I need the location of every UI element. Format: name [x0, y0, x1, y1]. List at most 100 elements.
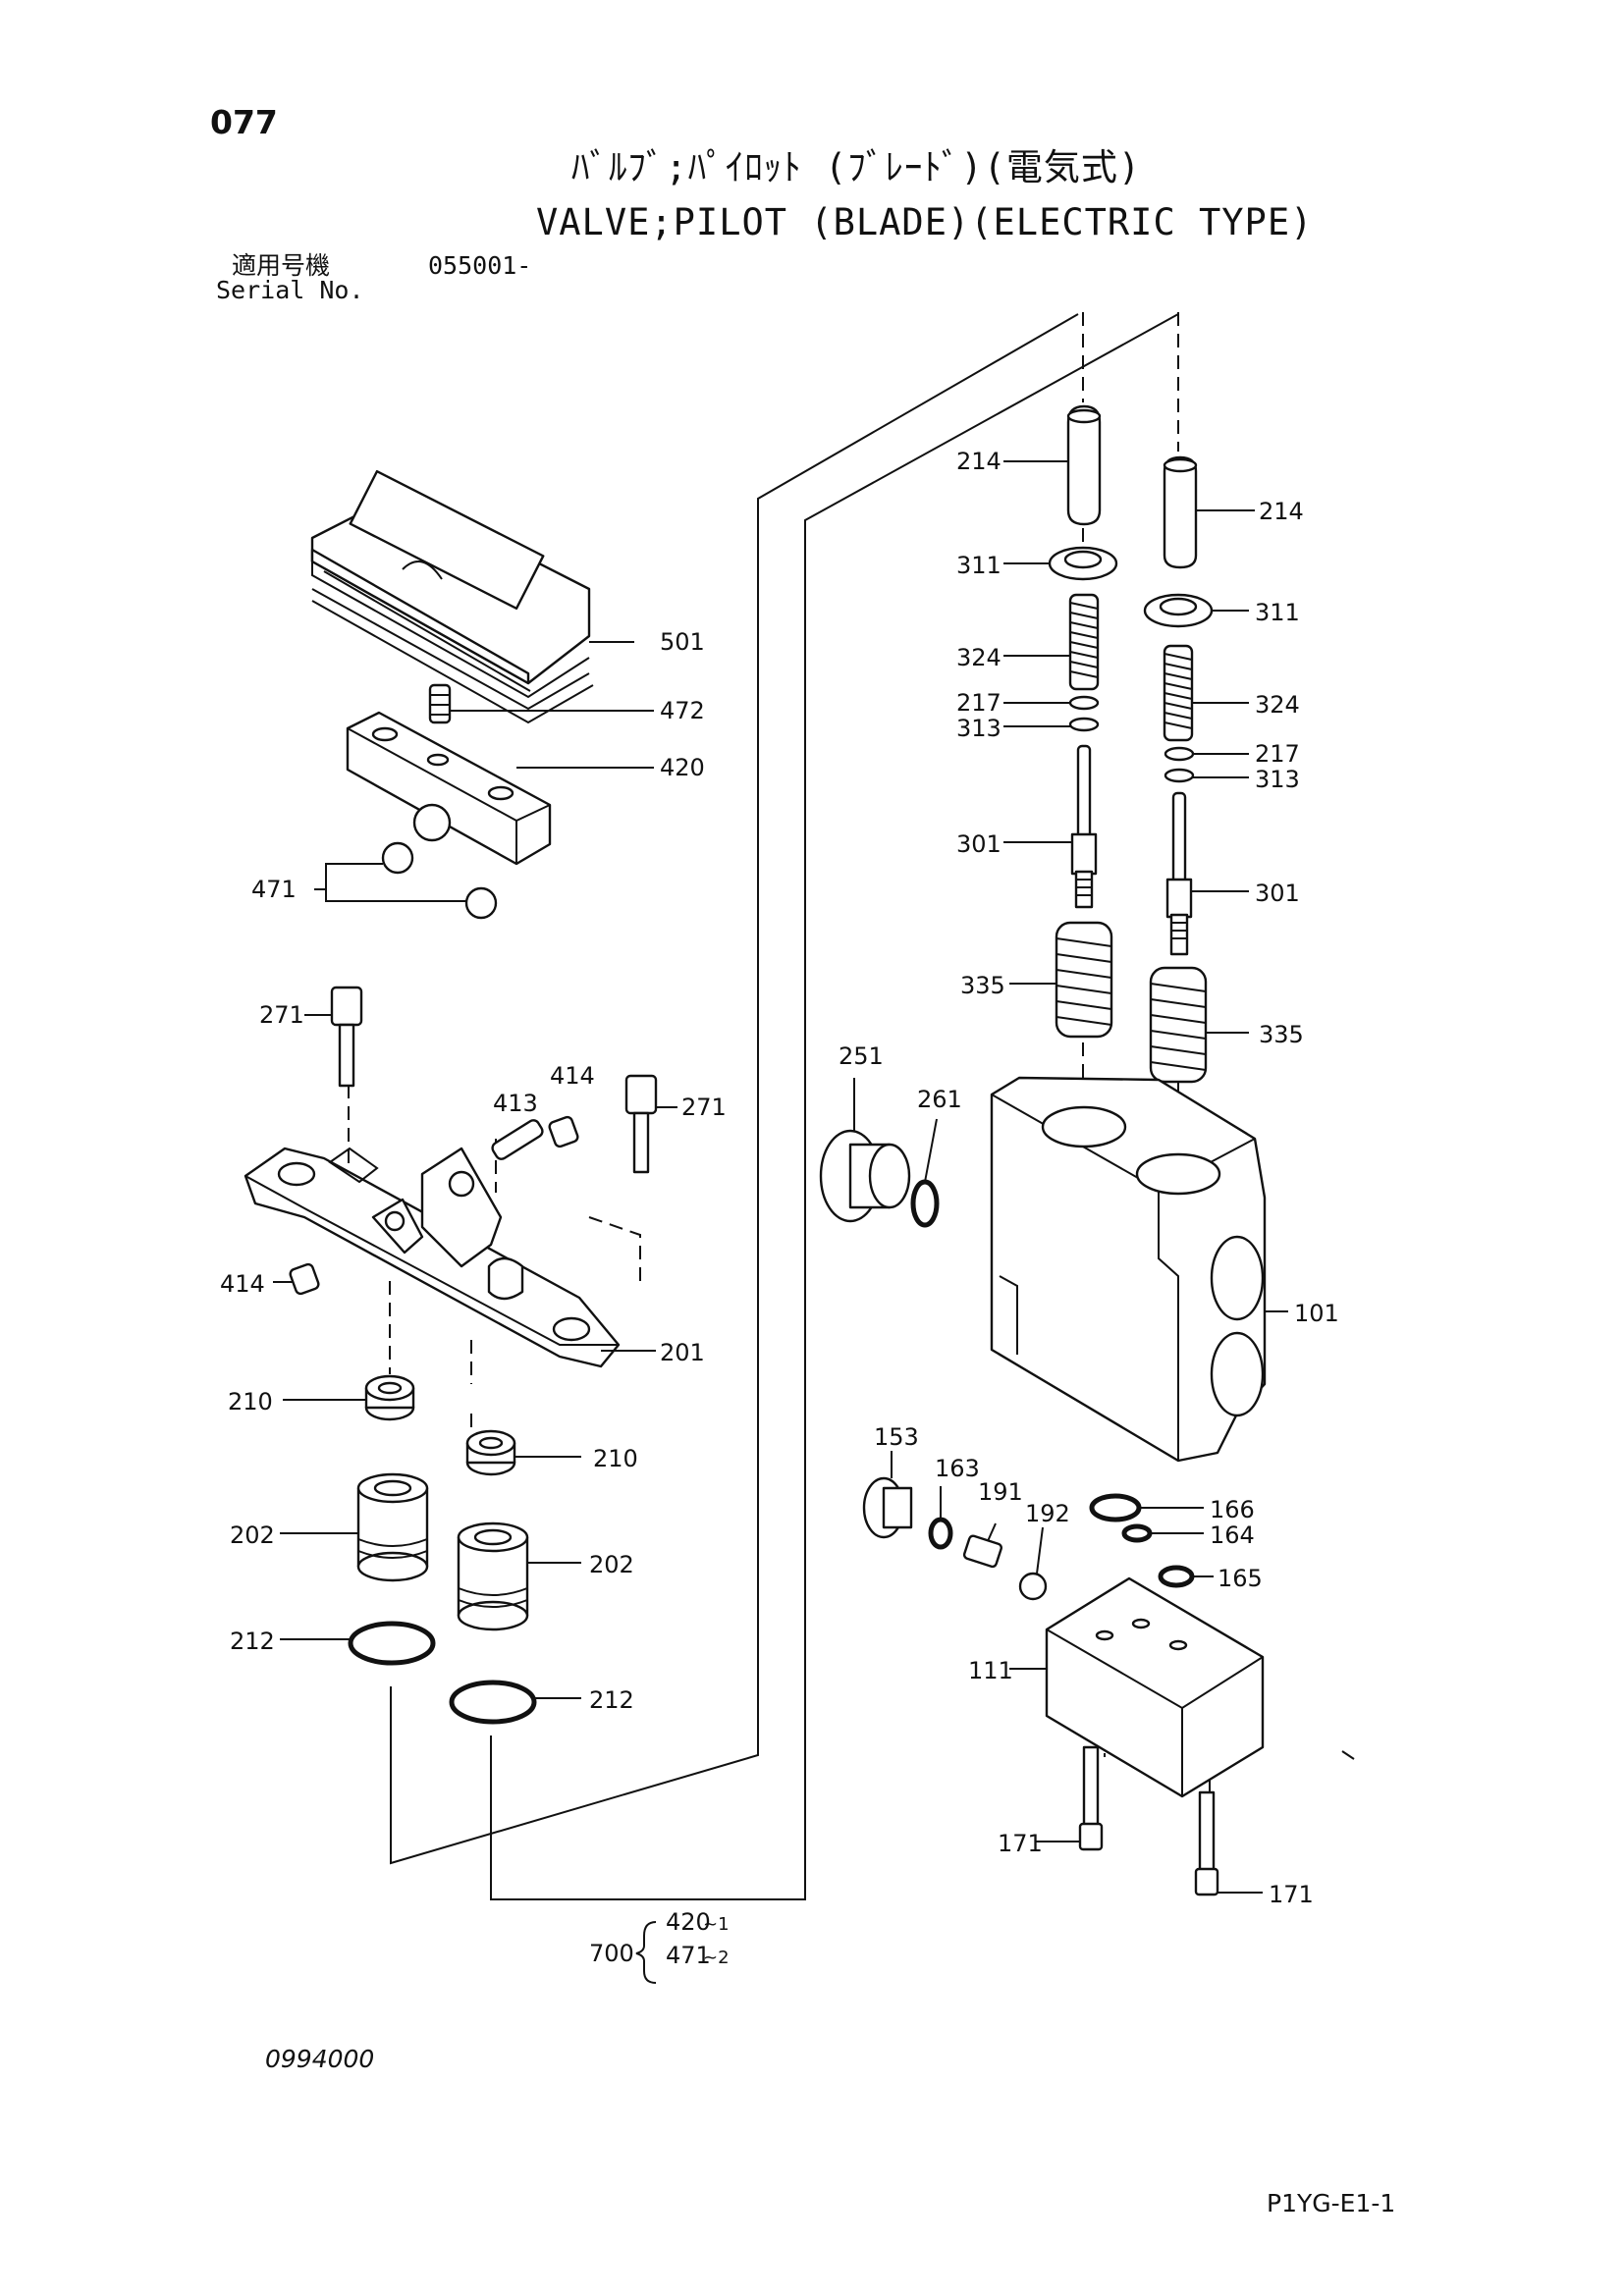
callout-214: 214	[956, 448, 1001, 475]
part-111-block	[1045, 1576, 1265, 1798]
callout-324: 324	[1255, 691, 1300, 719]
page-code: P1YG-E1-1	[1267, 2189, 1396, 2217]
callout-163: 163	[935, 1455, 980, 1482]
part-472-set-screw	[428, 683, 452, 724]
callout-212: 212	[589, 1686, 634, 1714]
part-210-seal	[465, 1429, 516, 1476]
leader-lines	[273, 460, 1355, 1894]
callout-324: 324	[956, 644, 1001, 671]
callout-271: 271	[681, 1094, 727, 1121]
serial-label-japanese: 適用号機	[232, 251, 331, 280]
part-214-plunger	[1066, 404, 1102, 526]
callout-202: 202	[589, 1551, 634, 1578]
part-501-boot	[310, 469, 594, 724]
part-164-o-ring	[1121, 1523, 1153, 1543]
part-171-bolt	[1078, 1745, 1104, 1851]
assembly-bracket-line	[390, 313, 1079, 1865]
callout-210: 210	[228, 1388, 273, 1415]
callout-313: 313	[956, 715, 1001, 742]
part-471-ball	[464, 886, 498, 920]
part-163-o-ring	[928, 1517, 953, 1550]
callout-217: 217	[956, 689, 1001, 717]
assembly-bracket-line	[490, 313, 1179, 1900]
part-212-o-ring	[449, 1680, 537, 1725]
callout-472: 472	[660, 697, 705, 724]
callout-471: 471	[251, 876, 297, 903]
part-311-seat	[1048, 546, 1118, 581]
callout-261: 261	[917, 1086, 962, 1113]
callout-251: 251	[839, 1042, 884, 1070]
part-210-seal	[364, 1374, 415, 1421]
callout-171: 171	[998, 1830, 1043, 1857]
kit-item-471: 471	[666, 1942, 711, 1969]
callout-212: 212	[230, 1628, 275, 1655]
part-101-valve-body	[990, 1076, 1267, 1463]
callout-171: 171	[1269, 1881, 1314, 1908]
title-english: VALVE;PILOT (BLADE)(ELECTRIC TYPE)	[536, 201, 1314, 243]
callout-501: 501	[660, 628, 705, 656]
part-471-ball	[381, 841, 414, 875]
part-192-ball	[1018, 1572, 1048, 1601]
kit-number: 700	[589, 1940, 634, 1967]
callout-217: 217	[1255, 740, 1300, 768]
part-202-plug	[457, 1522, 529, 1631]
callout-201: 201	[660, 1339, 705, 1366]
callout-301: 301	[956, 830, 1001, 858]
callout-191: 191	[978, 1478, 1023, 1506]
callout-153: 153	[874, 1423, 919, 1451]
callout-192: 192	[1025, 1500, 1070, 1527]
part-165-o-ring	[1158, 1565, 1195, 1588]
callout-202: 202	[230, 1522, 275, 1549]
callout-301: 301	[1255, 880, 1300, 907]
kit-brace	[635, 1921, 657, 1984]
part-313-washer	[1164, 768, 1195, 783]
kit-item-420-suffix: ~1	[703, 1914, 730, 1935]
part-201-cam-plate	[244, 1147, 621, 1368]
callout-164: 164	[1210, 1522, 1255, 1549]
callout-335: 335	[960, 972, 1005, 999]
part-251-plug	[819, 1129, 911, 1223]
part-271-bolt	[330, 986, 363, 1088]
part-153-plug	[862, 1476, 913, 1539]
part-301-spool	[1165, 791, 1193, 956]
serial-label-english: Serial No.	[216, 276, 364, 304]
kit-item-471-suffix: ~2	[703, 1948, 730, 1968]
part-313-washer	[1068, 717, 1100, 732]
part-214-plunger	[1163, 455, 1198, 569]
callout-420: 420	[660, 754, 705, 781]
part-335-spring	[1149, 966, 1208, 1084]
callout-101: 101	[1294, 1300, 1339, 1327]
callout-271: 271	[259, 1001, 304, 1029]
part-202-plug	[356, 1472, 429, 1582]
part-324-spring	[1068, 593, 1100, 691]
callout-335: 335	[1259, 1021, 1304, 1048]
callout-414: 414	[220, 1270, 265, 1298]
part-212-o-ring	[348, 1621, 436, 1666]
part-414-bushing	[289, 1262, 320, 1296]
callout-414: 414	[550, 1062, 595, 1090]
callout-166: 166	[1210, 1496, 1255, 1523]
part-271-bolt	[624, 1074, 658, 1174]
part-191-orifice	[962, 1534, 1002, 1569]
callout-311: 311	[956, 552, 1001, 579]
callout-313: 313	[1255, 766, 1300, 793]
part-217-washer	[1068, 695, 1100, 711]
part-420-plate	[346, 711, 552, 866]
page-number: 077	[210, 103, 278, 141]
part-261-o-ring	[910, 1179, 940, 1228]
kit-item-420: 420	[666, 1908, 711, 1936]
part-301-spool	[1070, 744, 1098, 909]
part-311-seat	[1143, 593, 1214, 628]
callout-311: 311	[1255, 599, 1300, 626]
callout-165: 165	[1218, 1565, 1263, 1592]
callout-214: 214	[1259, 498, 1304, 525]
title-japanese: ﾊﾞﾙﾌﾞ;ﾊﾟｲﾛｯﾄ (ﾌﾞﾚｰﾄﾞ)(電気式)	[571, 146, 1142, 188]
callout-413: 413	[493, 1090, 538, 1117]
part-335-spring	[1055, 921, 1113, 1039]
part-324-spring	[1163, 644, 1194, 742]
part-166-o-ring	[1089, 1493, 1142, 1522]
callout-111: 111	[968, 1657, 1013, 1684]
part-171-bolt	[1194, 1790, 1219, 1896]
center-line	[588, 1216, 641, 1286]
